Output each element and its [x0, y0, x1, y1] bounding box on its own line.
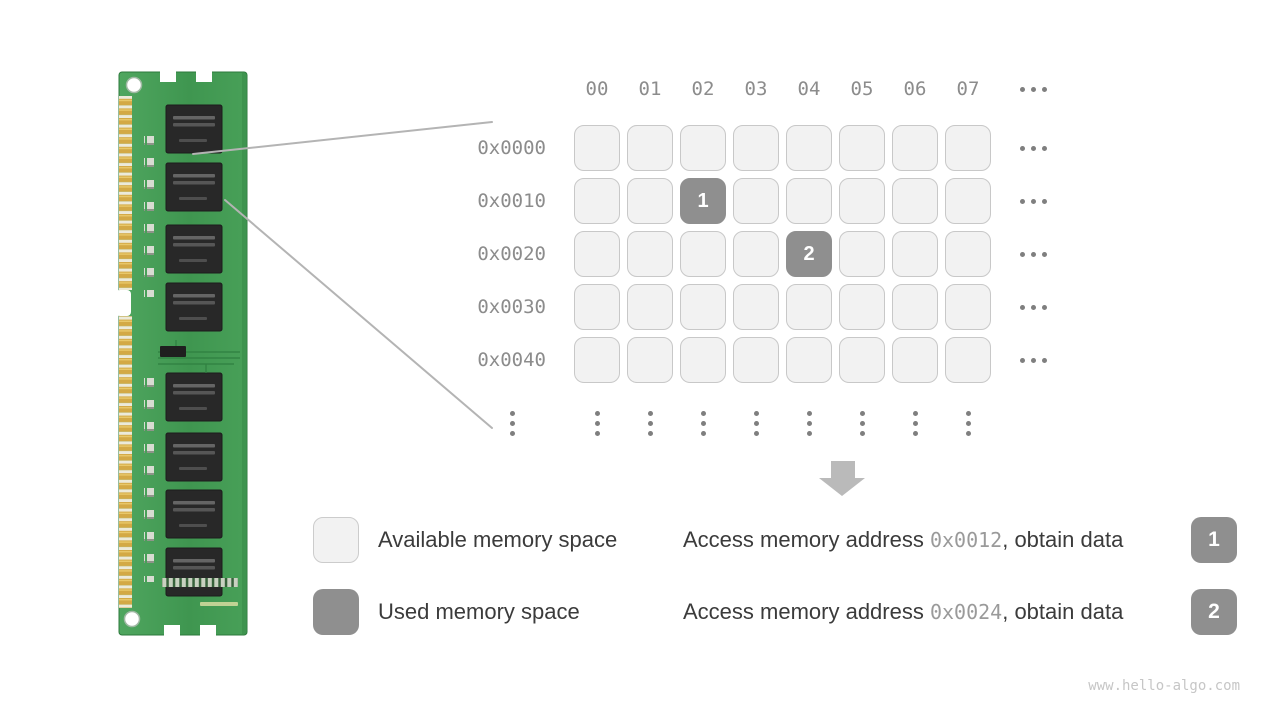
legend-available-label: Available memory space [378, 527, 618, 552]
memory-cell [945, 337, 991, 383]
memory-cell [945, 125, 991, 171]
ram-module-image [116, 70, 248, 637]
memory-cell [733, 337, 779, 383]
row-label: 0x0030 [477, 296, 546, 318]
memory-cell [839, 231, 885, 277]
col-header: 06 [903, 78, 927, 100]
watermark: www.hello-algo.com [1088, 678, 1240, 694]
memory-cell [839, 178, 885, 224]
memory-cell [574, 337, 620, 383]
vertical-ellipsis-icon [965, 411, 971, 436]
memory-cell [627, 178, 673, 224]
memory-cell [574, 231, 620, 277]
memory-cell [945, 284, 991, 330]
legend-available-swatch [313, 517, 359, 563]
ellipsis-icon [1020, 198, 1047, 204]
annotation-suffix: , obtain data [1002, 599, 1124, 624]
memory-cell [574, 125, 620, 171]
memory-cell [892, 231, 938, 277]
legend-used-swatch [313, 589, 359, 635]
memory-cell [786, 125, 832, 171]
legend-used-label: Used memory space [378, 599, 580, 624]
row-label: 0x0000 [477, 137, 546, 159]
memory-cell [786, 337, 832, 383]
memory-cell [627, 125, 673, 171]
memory-cell [627, 231, 673, 277]
memory-cell [892, 284, 938, 330]
memory-cell-used: 1 [680, 178, 726, 224]
annotation-prefix: Access memory address [683, 527, 930, 552]
ellipsis-icon [1020, 304, 1047, 310]
memory-cell [574, 284, 620, 330]
col-header: 04 [797, 78, 821, 100]
memory-cell [680, 125, 726, 171]
col-header: 05 [850, 78, 874, 100]
annotation-address: 0x0024 [929, 600, 1003, 624]
ellipsis-icon [1020, 86, 1047, 92]
memory-cell [627, 337, 673, 383]
vertical-ellipsis-icon [912, 411, 918, 436]
column-headers: 00 01 02 03 04 05 06 07 [574, 78, 991, 100]
memory-cell [680, 284, 726, 330]
memory-cell [627, 284, 673, 330]
col-header: 02 [691, 78, 715, 100]
memory-cell [786, 178, 832, 224]
memory-cell [839, 284, 885, 330]
arrow-down-icon [819, 461, 865, 496]
col-header: 07 [956, 78, 980, 100]
row-label: 0x0010 [477, 190, 546, 212]
vertical-ellipsis-icon [806, 411, 812, 436]
memory-cell [892, 125, 938, 171]
memory-cell [733, 178, 779, 224]
vertical-ellipsis-icon [509, 411, 515, 436]
vertical-ellipsis-icon [859, 411, 865, 436]
memory-cell [733, 284, 779, 330]
annotation-address: 0x0012 [929, 528, 1003, 552]
annotation-access-2: Access memory address 0x0024, obtain dat… [683, 589, 1123, 635]
ellipsis-icon [1020, 357, 1047, 363]
memory-cell [574, 178, 620, 224]
vertical-ellipsis-icon [700, 411, 706, 436]
memory-cell [945, 178, 991, 224]
memory-cell [733, 231, 779, 277]
vertical-ellipsis-icon [594, 411, 600, 436]
memory-cell [680, 337, 726, 383]
ellipsis-icon [1020, 251, 1047, 257]
annotation-prefix: Access memory address [683, 599, 930, 624]
memory-cell [733, 125, 779, 171]
memory-cell [786, 284, 832, 330]
annotation-access-1: Access memory address 0x0012, obtain dat… [683, 517, 1123, 563]
col-header: 00 [585, 78, 609, 100]
annotation-suffix: , obtain data [1002, 527, 1124, 552]
col-header: 01 [638, 78, 662, 100]
memory-cell [839, 125, 885, 171]
memory-cell [839, 337, 885, 383]
vertical-ellipsis-icon [753, 411, 759, 436]
row-label: 0x0020 [477, 243, 546, 265]
data-badge-2: 2 [1191, 589, 1237, 635]
memory-cell [892, 178, 938, 224]
memory-cell [945, 231, 991, 277]
memory-cell [892, 337, 938, 383]
vertical-ellipsis-icon [647, 411, 653, 436]
data-badge-1: 1 [1191, 517, 1237, 563]
ellipsis-icon [1020, 145, 1047, 151]
row-label: 0x0040 [477, 349, 546, 371]
col-header: 03 [744, 78, 768, 100]
memory-cell-used: 2 [786, 231, 832, 277]
memory-cell [680, 231, 726, 277]
